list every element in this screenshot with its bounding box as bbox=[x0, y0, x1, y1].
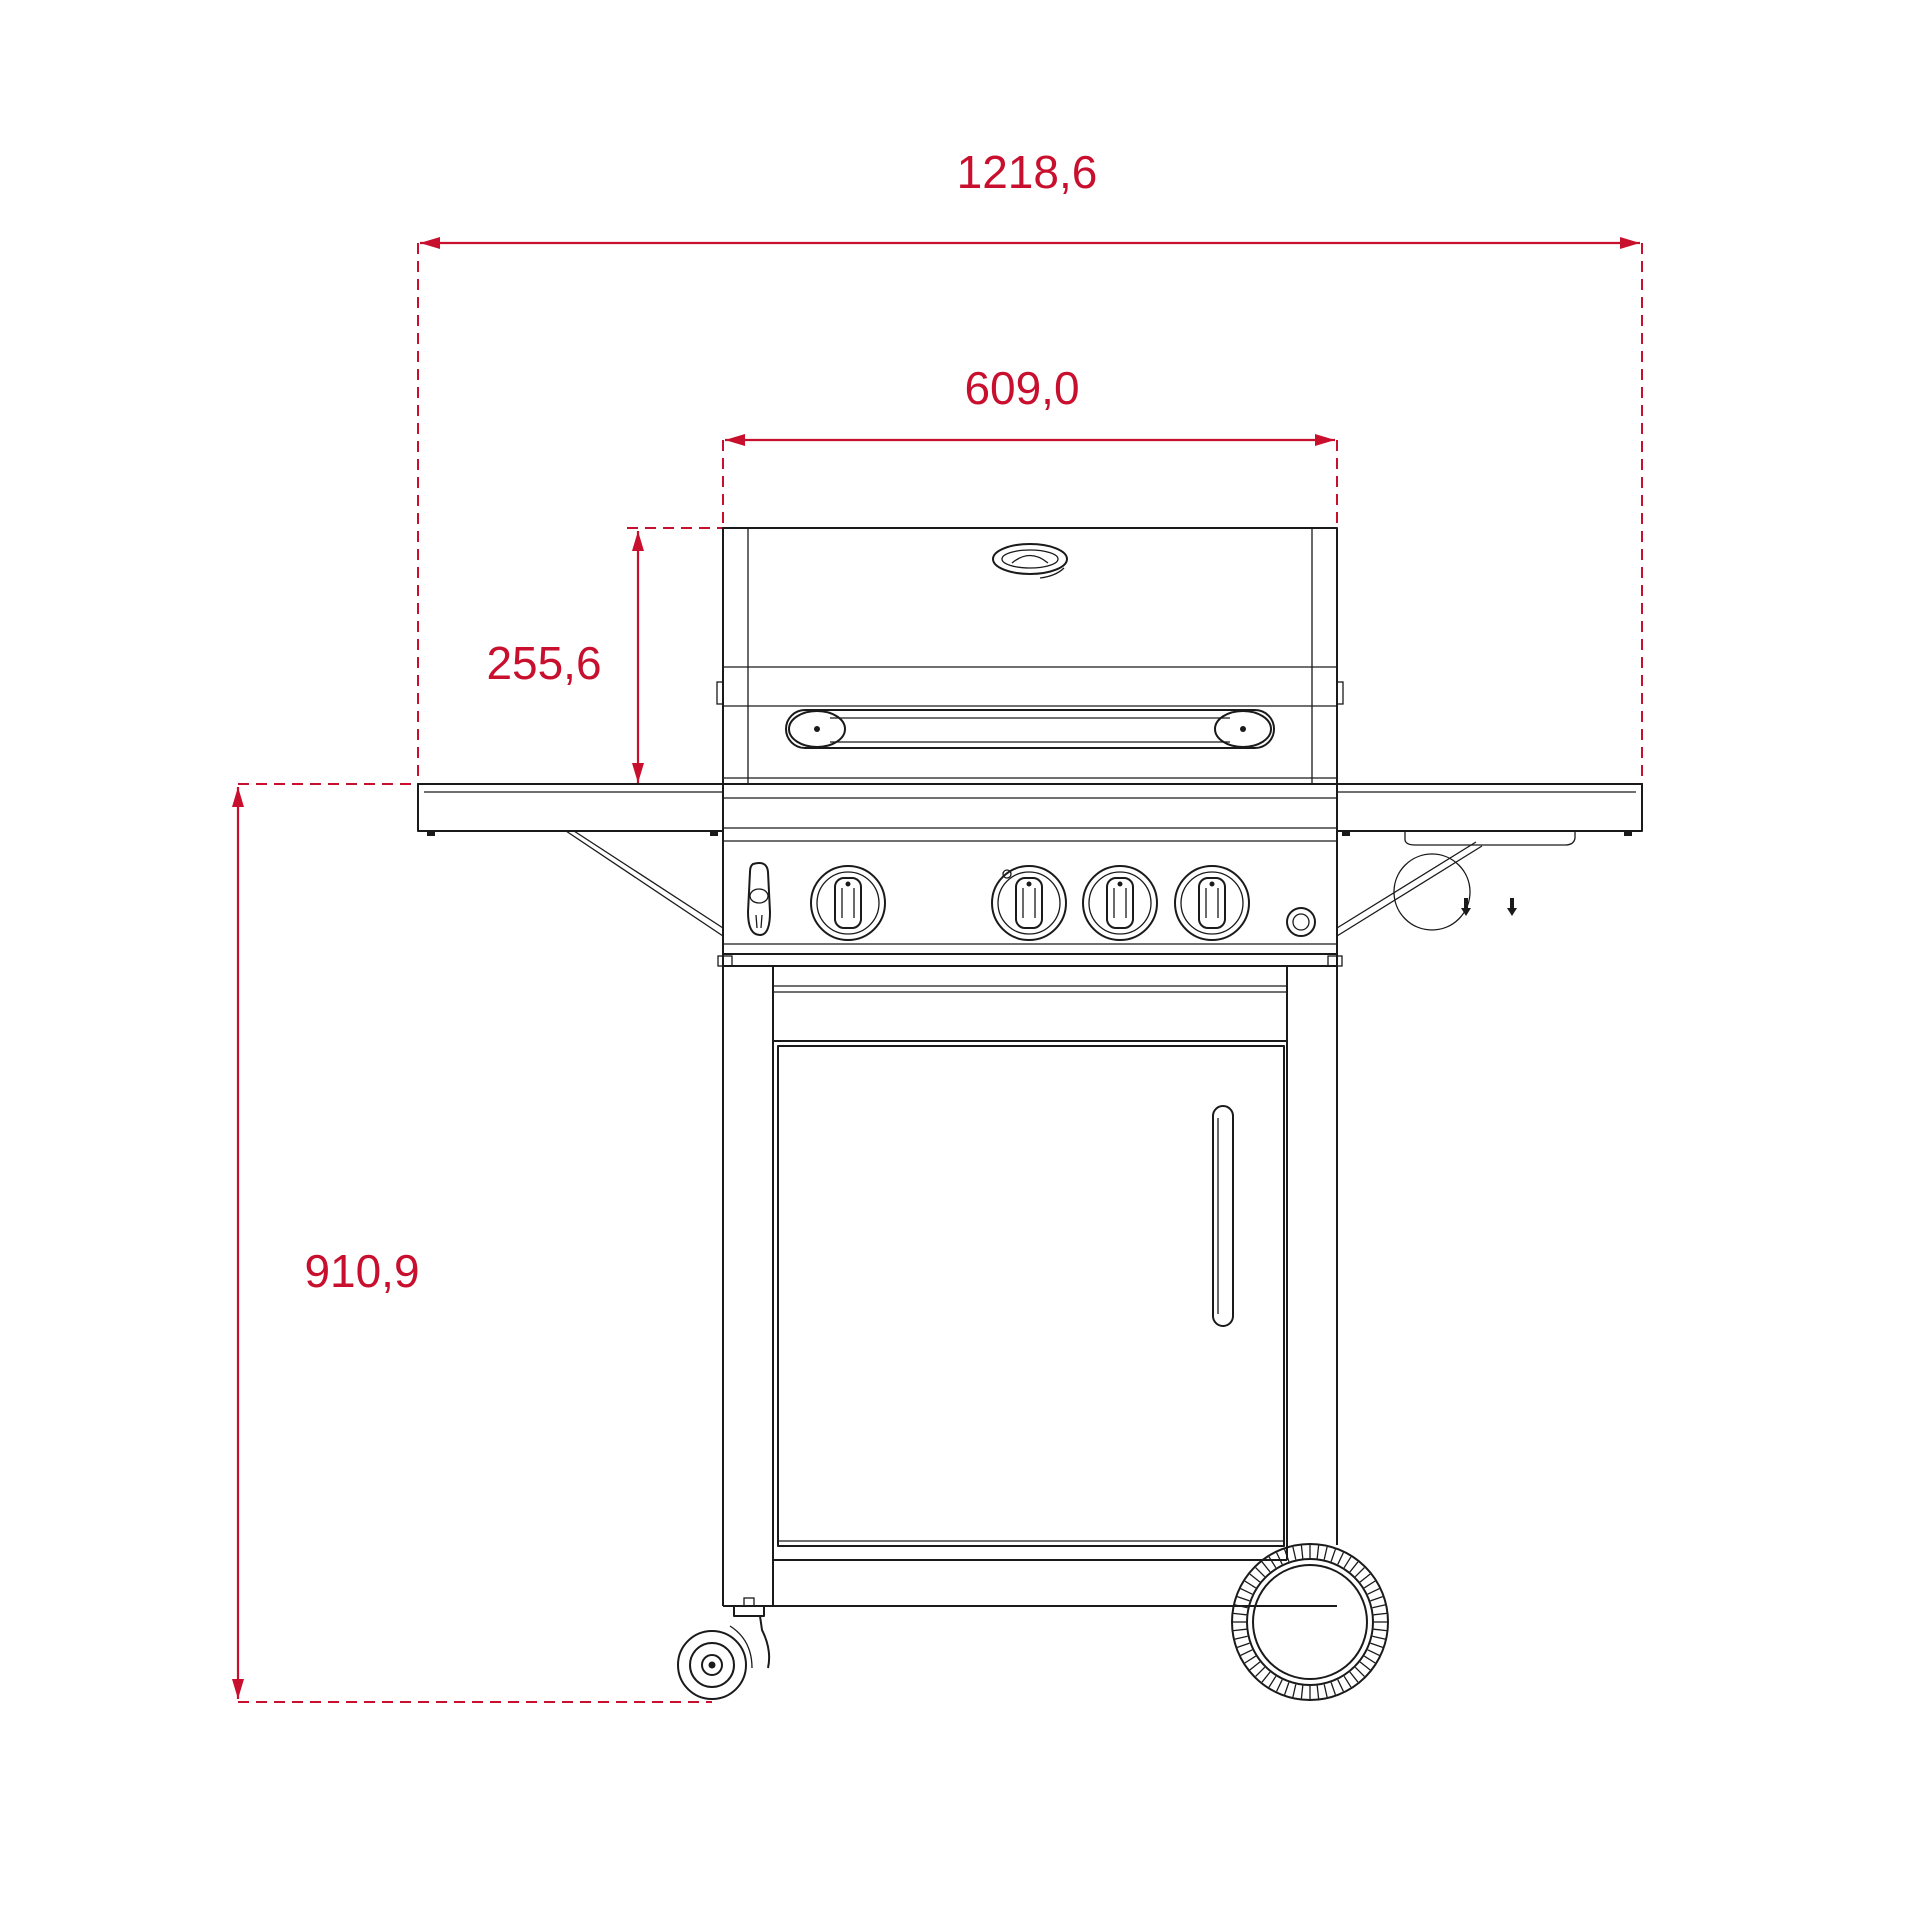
tread-line bbox=[1249, 1573, 1261, 1583]
tread-line bbox=[1372, 1604, 1386, 1609]
caster-wheel bbox=[677, 1597, 771, 1700]
thermometer-icon bbox=[992, 543, 1068, 579]
tread-line bbox=[1323, 1546, 1328, 1560]
tread-line bbox=[1343, 1556, 1352, 1569]
tread-line bbox=[1354, 1666, 1365, 1677]
dimension-lid-height: 255,6 bbox=[486, 527, 723, 783]
tread-line bbox=[1300, 1685, 1304, 1699]
door-handle[interactable] bbox=[1212, 1105, 1234, 1327]
tread-line bbox=[1316, 1685, 1320, 1699]
overall-width-label: 1218,6 bbox=[957, 146, 1098, 198]
tread-line bbox=[1234, 1604, 1248, 1609]
tread-line bbox=[1233, 1612, 1247, 1616]
tread-line bbox=[1323, 1684, 1328, 1698]
tread-line bbox=[1330, 1682, 1337, 1695]
tread-line bbox=[1244, 1580, 1257, 1589]
tread-line bbox=[1276, 1552, 1283, 1565]
control-knob[interactable] bbox=[810, 865, 886, 941]
side-burner-circle bbox=[1393, 853, 1471, 931]
tread-line bbox=[1233, 1628, 1247, 1632]
tread-line bbox=[1363, 1580, 1376, 1589]
tread-line bbox=[1337, 1552, 1344, 1565]
tread-line bbox=[1276, 1679, 1283, 1692]
tread-line bbox=[1349, 1671, 1359, 1683]
tread-line bbox=[1349, 1561, 1359, 1573]
tread-line bbox=[1261, 1561, 1271, 1573]
tread-line bbox=[1359, 1573, 1371, 1583]
tread-line bbox=[1268, 1675, 1277, 1688]
grill-lid bbox=[716, 527, 1344, 785]
tread-line bbox=[1359, 1661, 1371, 1671]
control-knob[interactable] bbox=[1082, 865, 1158, 941]
worktop-height-label: 910,9 bbox=[304, 1245, 419, 1297]
tread-line bbox=[1316, 1545, 1320, 1559]
tread-line bbox=[1354, 1567, 1365, 1578]
tread-line bbox=[1373, 1612, 1387, 1616]
tread-line bbox=[1255, 1567, 1266, 1578]
tread-line bbox=[1268, 1556, 1277, 1569]
arrow-down-icon bbox=[1507, 898, 1517, 916]
tread-line bbox=[1244, 1655, 1257, 1664]
cabinet-door[interactable] bbox=[772, 1045, 1288, 1547]
dimension-body-width: 609,0 bbox=[722, 362, 1338, 528]
tread-line bbox=[1249, 1661, 1261, 1671]
bottle-opener-icon bbox=[747, 862, 771, 936]
tread-line bbox=[1292, 1546, 1297, 1560]
tread-line bbox=[1367, 1588, 1380, 1595]
left-side-shelf bbox=[417, 783, 724, 937]
dimension-overall-width: 1218,6 bbox=[417, 146, 1643, 790]
tread-line bbox=[1343, 1675, 1352, 1688]
tread-line bbox=[1237, 1595, 1250, 1602]
control-knob[interactable] bbox=[1174, 865, 1250, 941]
tread-line bbox=[1330, 1549, 1337, 1562]
tread-line bbox=[1240, 1649, 1253, 1656]
tread-line bbox=[1255, 1666, 1266, 1677]
dimension-worktop-height: 910,9 bbox=[232, 783, 712, 1703]
control-knob[interactable] bbox=[991, 865, 1067, 941]
tread-line bbox=[1237, 1642, 1250, 1649]
lid-handle bbox=[785, 709, 1275, 749]
tread-line bbox=[1234, 1635, 1248, 1640]
tread-line bbox=[1292, 1684, 1297, 1698]
lid-height-label: 255,6 bbox=[486, 637, 601, 689]
tread-line bbox=[1372, 1635, 1386, 1640]
ignition-button[interactable] bbox=[1286, 907, 1316, 937]
tread-line bbox=[1363, 1655, 1376, 1664]
tread-line bbox=[1300, 1545, 1304, 1559]
control-panel bbox=[722, 783, 1338, 955]
tread-line bbox=[1283, 1682, 1290, 1695]
tread-line bbox=[1261, 1671, 1271, 1683]
right-side-shelf bbox=[1336, 783, 1643, 937]
tread-line bbox=[1240, 1588, 1253, 1595]
arrow-down-icon bbox=[1461, 898, 1471, 916]
cart-frame bbox=[717, 954, 1343, 1607]
body-width-label: 609,0 bbox=[964, 362, 1079, 414]
tread-line bbox=[1370, 1642, 1383, 1649]
tread-line bbox=[1370, 1595, 1383, 1602]
tread-line bbox=[1337, 1679, 1344, 1692]
tread-line bbox=[1367, 1649, 1380, 1656]
tread-line bbox=[1373, 1628, 1387, 1632]
large-wheel bbox=[1231, 1543, 1389, 1701]
tread-line bbox=[1283, 1549, 1290, 1562]
